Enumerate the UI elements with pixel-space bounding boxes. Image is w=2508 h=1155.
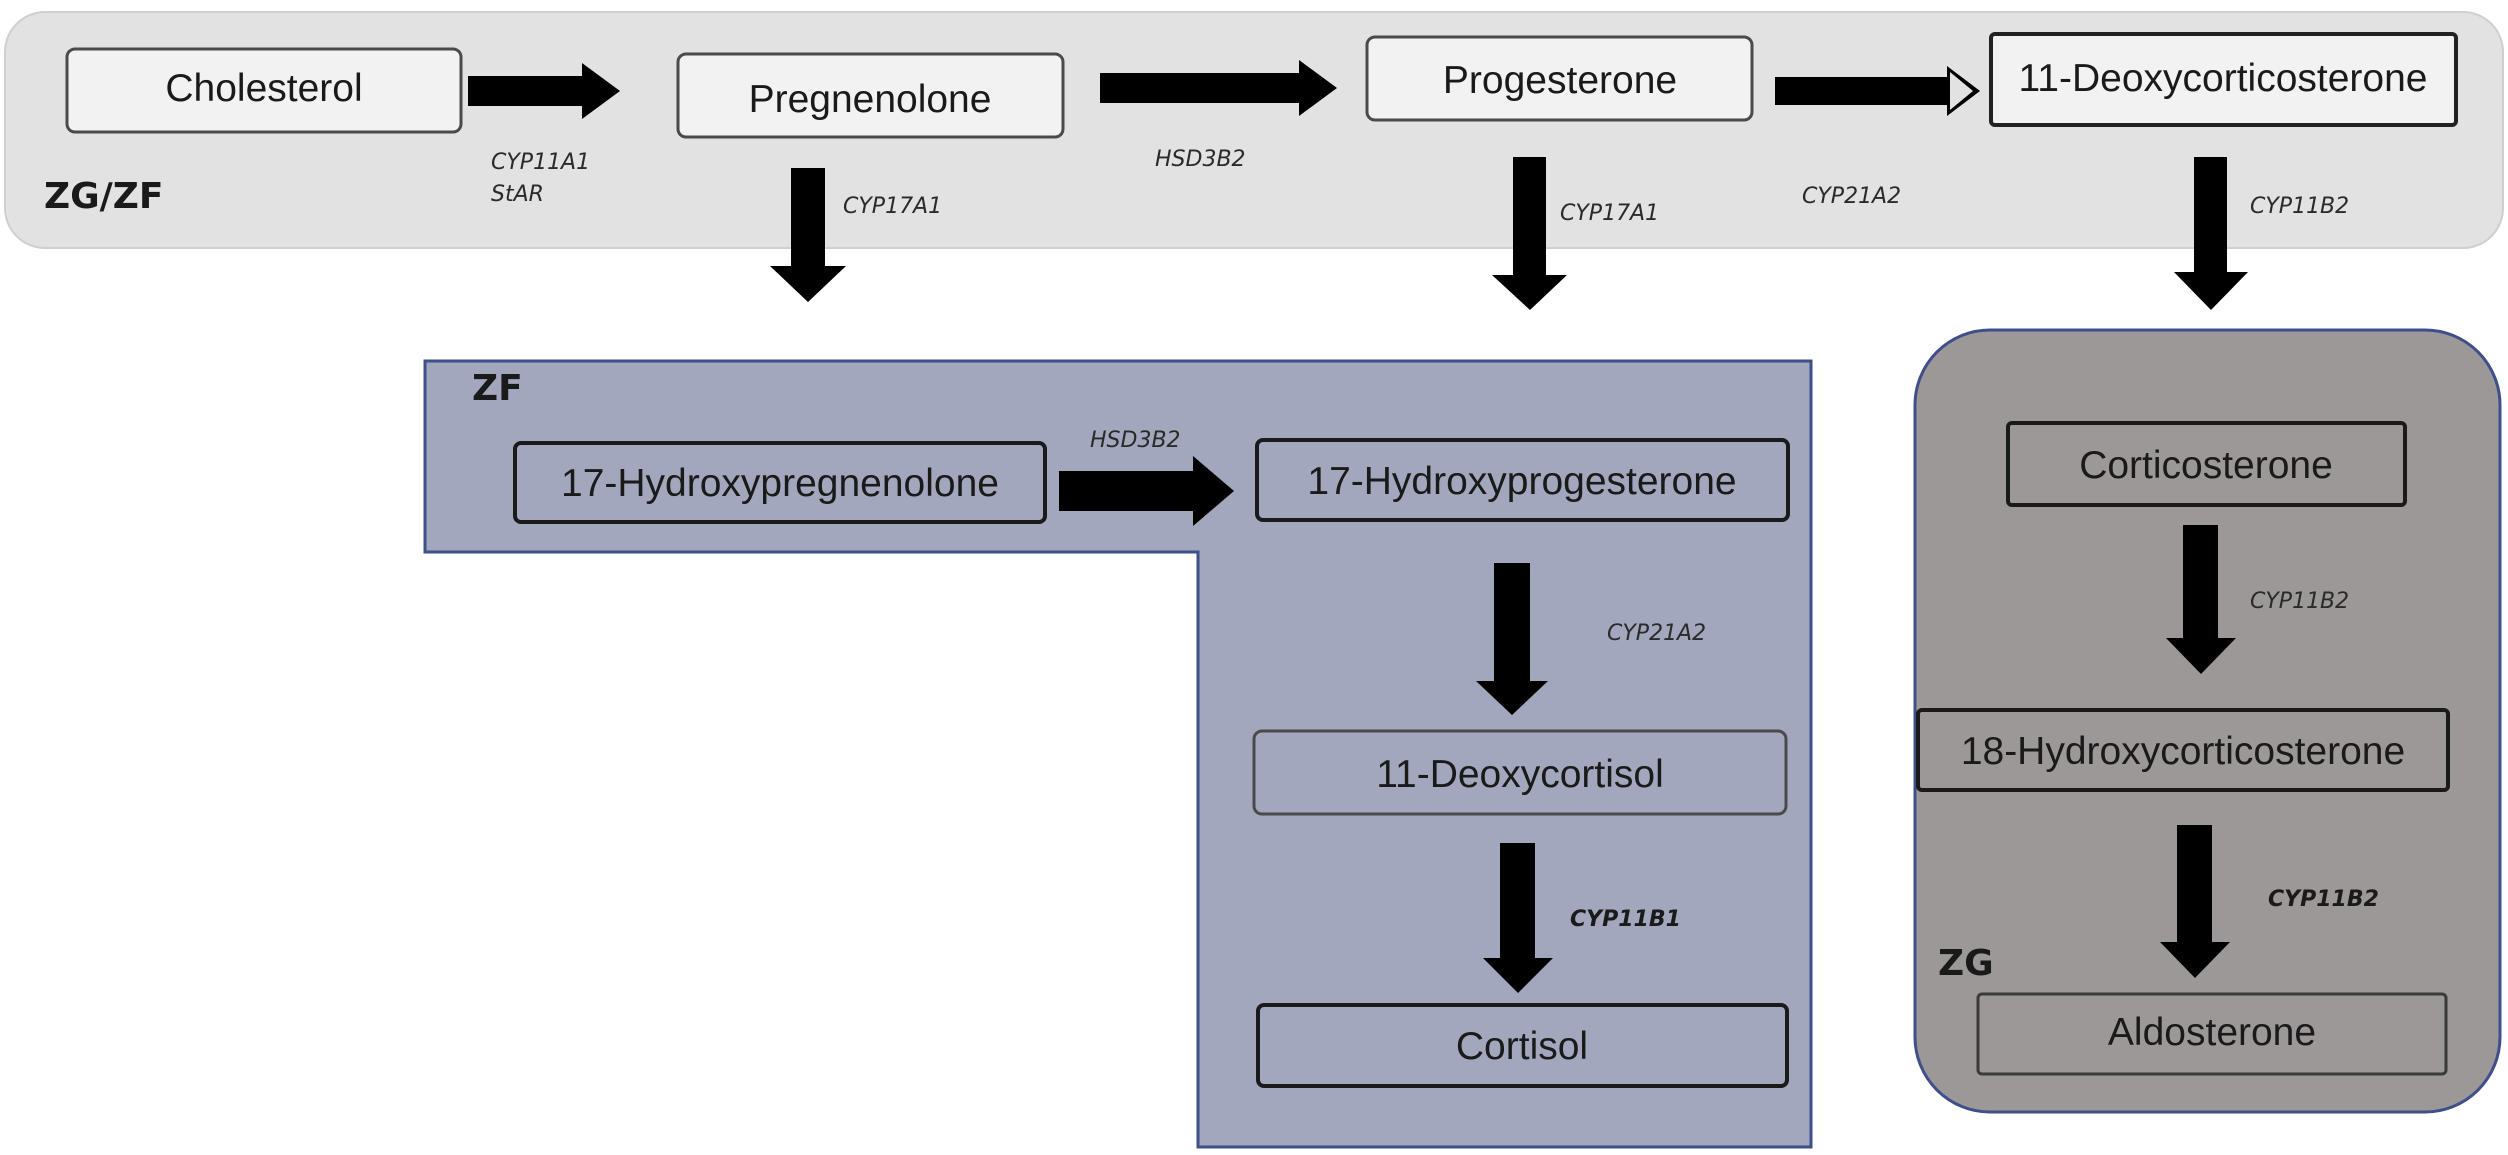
enzyme-label-star: StAR	[491, 182, 544, 207]
zone-label-zg-zf: ZG/ZF	[44, 176, 164, 217]
arrow-hydroxyprogesterone-down	[1476, 563, 1548, 715]
arrow-cholesterol-to-pregnenolone	[468, 63, 620, 119]
enzyme-label-cyp17a1-right: CYP17A1	[1560, 201, 1659, 226]
enzyme-label-cyp21a2-top: CYP21A2	[1802, 184, 1901, 209]
svg-text:11-Deoxycorticosterone: 11-Deoxycorticosterone	[2019, 57, 2428, 100]
node-cholesterol: Cholesterol	[65, 47, 463, 134]
enzyme-label-cyp21a2-zf: CYP21A2	[1607, 621, 1706, 646]
svg-text:11-Deoxycortisol: 11-Deoxycortisol	[1376, 753, 1664, 796]
svg-text:Cortisol: Cortisol	[1456, 1025, 1588, 1068]
arrow-pregnenolone-down	[770, 168, 846, 302]
enzyme-label-hsd3b2-zf: HSD3B2	[1090, 428, 1181, 453]
arrow-deoxycorticosterone-down	[2174, 157, 2248, 310]
node-18-hydroxycorticosterone: 18-Hydroxycorticosterone	[1916, 708, 2450, 792]
arrow-head-open	[1950, 72, 1973, 110]
arrow-pregnenolone-to-progesterone	[1100, 60, 1337, 116]
arrow-hydroxypregnenolone-to-hydroxyprogesterone	[1059, 456, 1234, 526]
zf-region	[423, 359, 1813, 1149]
zone-label-zf: ZF	[472, 368, 523, 409]
arrow-hydroxycorticosterone-down	[2160, 825, 2230, 978]
node-corticosterone: Corticosterone	[2006, 421, 2407, 507]
node-progesterone: Progesterone	[1365, 35, 1754, 122]
node-11-deoxycortisol: 11-Deoxycortisol	[1252, 729, 1788, 816]
enzyme-label-hsd3b2-top: HSD3B2	[1155, 147, 1246, 172]
svg-text:18-Hydroxycorticosterone: 18-Hydroxycorticosterone	[1961, 730, 2405, 773]
zg-zf-band	[4, 11, 2504, 249]
enzyme-label-cyp11a1: CYP11A1	[491, 150, 590, 175]
node-17-hydroxypregnenolone: 17-Hydroxypregnenolone	[513, 441, 1047, 524]
svg-text:17-Hydroxyprogesterone: 17-Hydroxyprogesterone	[1307, 460, 1736, 503]
svg-text:Pregnenolone: Pregnenolone	[749, 78, 992, 121]
svg-text:Progesterone: Progesterone	[1443, 59, 1677, 102]
node-17-hydroxyprogesterone: 17-Hydroxyprogesterone	[1255, 438, 1790, 522]
arrow-deoxycortisol-down	[1483, 843, 1553, 993]
node-pregnenolone: Pregnenolone	[676, 52, 1065, 139]
svg-text:Aldosterone: Aldosterone	[2108, 1011, 2316, 1054]
enzyme-label-cyp11b2-top: CYP11B2	[2250, 194, 2349, 219]
enzyme-label-cyp11b2-bottom: CYP11B2	[2268, 887, 2379, 912]
svg-text:Corticosterone: Corticosterone	[2079, 444, 2333, 487]
svg-text:17-Hydroxypregnenolone: 17-Hydroxypregnenolone	[561, 462, 999, 505]
enzyme-label-cyp17a1-left: CYP17A1	[843, 194, 942, 219]
zone-label-zg: ZG	[1938, 943, 1994, 984]
svg-text:Cholesterol: Cholesterol	[165, 67, 362, 110]
enzyme-label-cyp11b1: CYP11B1	[1570, 907, 1681, 932]
arrow-corticosterone-down	[2166, 525, 2236, 674]
node-cortisol: Cortisol	[1256, 1003, 1789, 1088]
node-11-deoxycorticosterone: 11-Deoxycorticosterone	[1989, 32, 2458, 127]
enzyme-label-cyp11b2-mid: CYP11B2	[2250, 589, 2349, 614]
node-aldosterone: Aldosterone	[1976, 992, 2448, 1076]
arrow-progesterone-to-deoxycorticosterone	[1775, 66, 1980, 116]
arrow-progesterone-down	[1492, 157, 1567, 310]
